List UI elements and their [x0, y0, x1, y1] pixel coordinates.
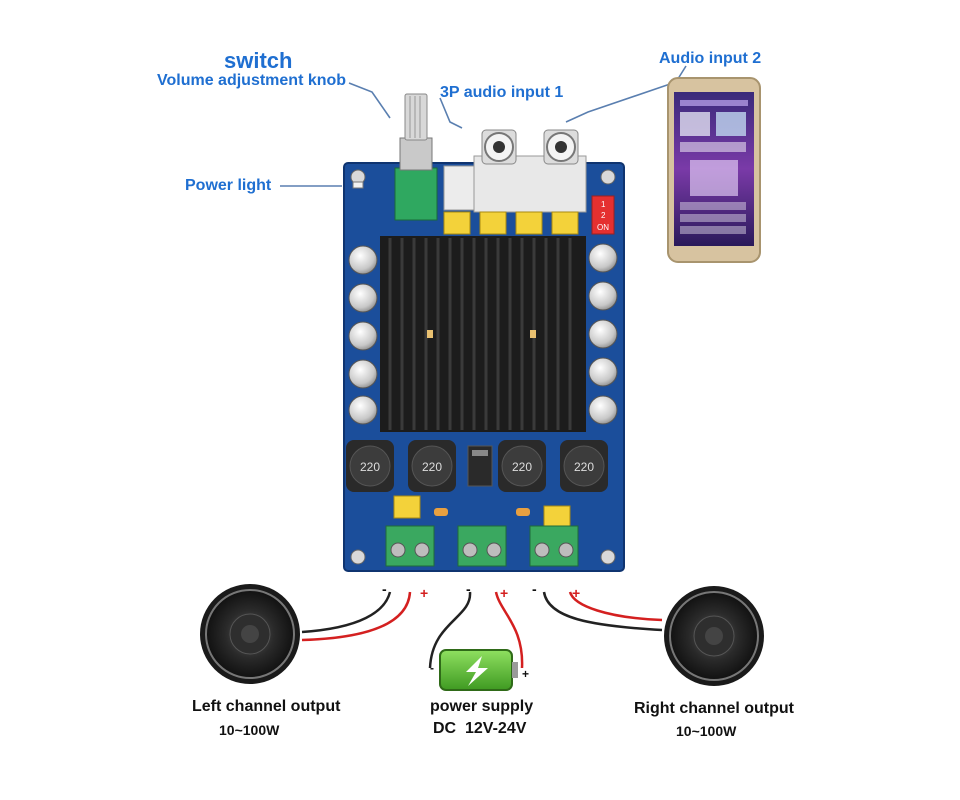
mount-hole-bl [350, 549, 366, 565]
volume-knob-leader [348, 82, 391, 119]
left-black-wire [301, 591, 392, 634]
right-output-power: 10~100W [676, 723, 737, 739]
audio-input-1-label: 3P audio input 1 [440, 84, 564, 101]
dip-label-2: 2 [601, 211, 606, 220]
power-plus: + [500, 585, 508, 601]
inductor-4: 220 [560, 440, 608, 492]
dip-switch [591, 195, 615, 235]
terminal-right [529, 525, 579, 567]
film-cap-5 [393, 495, 421, 519]
right-red-wire [568, 591, 663, 622]
left-output-title: Left channel output [192, 698, 341, 715]
power-light-label: Power light [185, 177, 272, 194]
rca-jack-left [481, 129, 517, 165]
right-output-title: Right channel output [634, 700, 794, 717]
right-plus: + [572, 585, 580, 601]
power-red-wire [494, 591, 524, 669]
amplifier-board: 1 2 ON [343, 93, 625, 572]
battery-plus: + [522, 667, 529, 681]
3p-audio-connector [443, 165, 475, 211]
film-cap-2 [479, 211, 507, 235]
leader-lines [280, 65, 687, 187]
left-red-wire [301, 591, 412, 642]
potentiometer-body [394, 167, 438, 221]
inductor-3: 220 [498, 440, 546, 492]
film-cap-1 [443, 211, 471, 235]
power-black-wire [428, 591, 472, 669]
knob-collar [399, 137, 433, 171]
dip-label-on: ON [597, 223, 609, 232]
power-supply-voltage: DC 12V-24V [433, 720, 527, 737]
power-led [352, 181, 364, 189]
capacitors-right [588, 243, 618, 425]
svg-text:220: 220 [360, 460, 380, 474]
power-minus: - [466, 581, 471, 597]
right-minus: - [532, 581, 537, 597]
audio-input-1-leader [439, 97, 463, 129]
inductor-1: 220 [346, 440, 394, 492]
audio-input-2-leader [565, 65, 687, 123]
heatsink-fins [388, 238, 572, 430]
capacitors-left [348, 245, 378, 425]
inductor-2: 220 [408, 440, 456, 492]
mount-hole-br [600, 549, 616, 565]
svg-text:220: 220 [422, 460, 442, 474]
svg-text:220: 220 [512, 460, 532, 474]
smartphone [667, 77, 761, 263]
lightning-icon [466, 656, 488, 686]
terminal-power [457, 525, 507, 567]
right-speaker [664, 586, 764, 686]
switch-label: switch [224, 48, 293, 73]
knob-shaft [404, 93, 428, 141]
left-plus: + [420, 585, 428, 601]
left-speaker [200, 584, 300, 684]
film-cap-4 [551, 211, 579, 235]
film-cap-3 [515, 211, 543, 235]
rca-jack-right [543, 129, 579, 165]
wires [301, 591, 663, 669]
heatsink [380, 236, 586, 432]
mount-hole-tr [600, 169, 616, 185]
battery-minus: - [430, 661, 434, 675]
power-supply-title: power supply [430, 698, 534, 715]
volume-knob-label: Volume adjustment knob [157, 72, 347, 89]
rca-housing [473, 155, 587, 213]
left-output-power: 10~100W [219, 722, 280, 738]
polarity-marks: - + - + - + - + [382, 581, 580, 681]
audio-input-2-label: Audio input 2 [659, 50, 762, 67]
svg-text:220: 220 [574, 460, 594, 474]
dip-label-1: 1 [601, 200, 606, 209]
battery [439, 649, 518, 691]
right-black-wire [542, 591, 663, 632]
film-cap-6 [543, 505, 571, 529]
left-minus: - [382, 581, 387, 597]
terminal-left [385, 525, 435, 567]
